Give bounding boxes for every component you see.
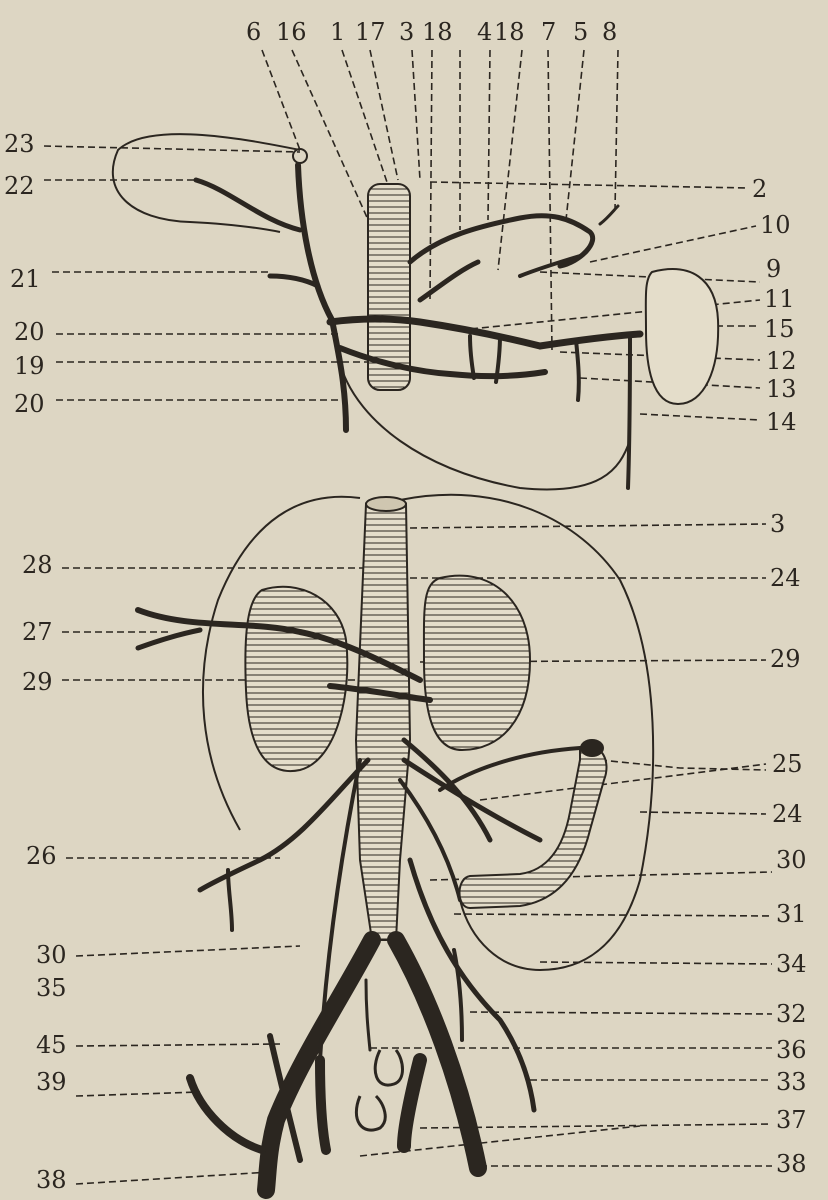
label-2: 2 bbox=[752, 175, 767, 203]
label-20-b: 20 bbox=[14, 390, 45, 418]
label-24: 24 bbox=[770, 564, 801, 592]
label-16: 16 bbox=[276, 18, 307, 46]
label-3: 3 bbox=[399, 18, 414, 46]
label-37: 37 bbox=[776, 1106, 807, 1134]
label-27: 27 bbox=[22, 618, 53, 646]
label-31: 31 bbox=[776, 900, 807, 928]
label-28: 28 bbox=[22, 551, 53, 579]
label-45: 45 bbox=[36, 1031, 67, 1059]
label-29-right: 29 bbox=[770, 645, 801, 673]
label-30: 30 bbox=[36, 941, 67, 969]
label-18-b: 18 bbox=[494, 18, 525, 46]
label-11: 11 bbox=[764, 285, 795, 313]
label-14: 14 bbox=[766, 408, 797, 436]
label-18: 18 bbox=[422, 18, 453, 46]
label-26: 26 bbox=[26, 842, 57, 870]
label-8: 8 bbox=[602, 18, 617, 46]
label-24-b: 24 bbox=[772, 800, 803, 828]
label-4: 4 bbox=[477, 18, 492, 46]
label-35: 35 bbox=[36, 974, 67, 1002]
label-36: 36 bbox=[776, 1036, 807, 1064]
label-7: 7 bbox=[541, 18, 556, 46]
label-38: 38 bbox=[36, 1166, 67, 1194]
label-22: 22 bbox=[4, 172, 35, 200]
label-1: 1 bbox=[330, 18, 345, 46]
label-9: 9 bbox=[766, 255, 781, 283]
label-30-right: 30 bbox=[776, 846, 807, 874]
upper-figure: 6 16 1 17 3 18 4 18 7 5 8 23 22 21 20 19… bbox=[4, 18, 797, 489]
label-3-lower: 3 bbox=[770, 510, 785, 538]
label-34: 34 bbox=[776, 950, 807, 978]
label-20: 20 bbox=[14, 318, 45, 346]
label-10: 10 bbox=[760, 211, 791, 239]
label-6: 6 bbox=[246, 18, 261, 46]
label-23: 23 bbox=[4, 130, 35, 158]
label-25: 25 bbox=[772, 750, 803, 778]
label-39: 39 bbox=[36, 1068, 67, 1096]
label-17: 17 bbox=[355, 18, 386, 46]
lower-figure: 28 27 29 26 30 35 45 39 38 3 24 29 25 24… bbox=[22, 495, 807, 1194]
label-32: 32 bbox=[776, 1000, 807, 1028]
label-13: 13 bbox=[766, 375, 797, 403]
label-38-right: 38 bbox=[776, 1150, 807, 1178]
label-12: 12 bbox=[766, 347, 797, 375]
label-15: 15 bbox=[764, 315, 795, 343]
label-21: 21 bbox=[10, 265, 41, 293]
label-19: 19 bbox=[14, 352, 45, 380]
label-33: 33 bbox=[776, 1068, 807, 1096]
label-5: 5 bbox=[573, 18, 588, 46]
label-29: 29 bbox=[22, 668, 53, 696]
